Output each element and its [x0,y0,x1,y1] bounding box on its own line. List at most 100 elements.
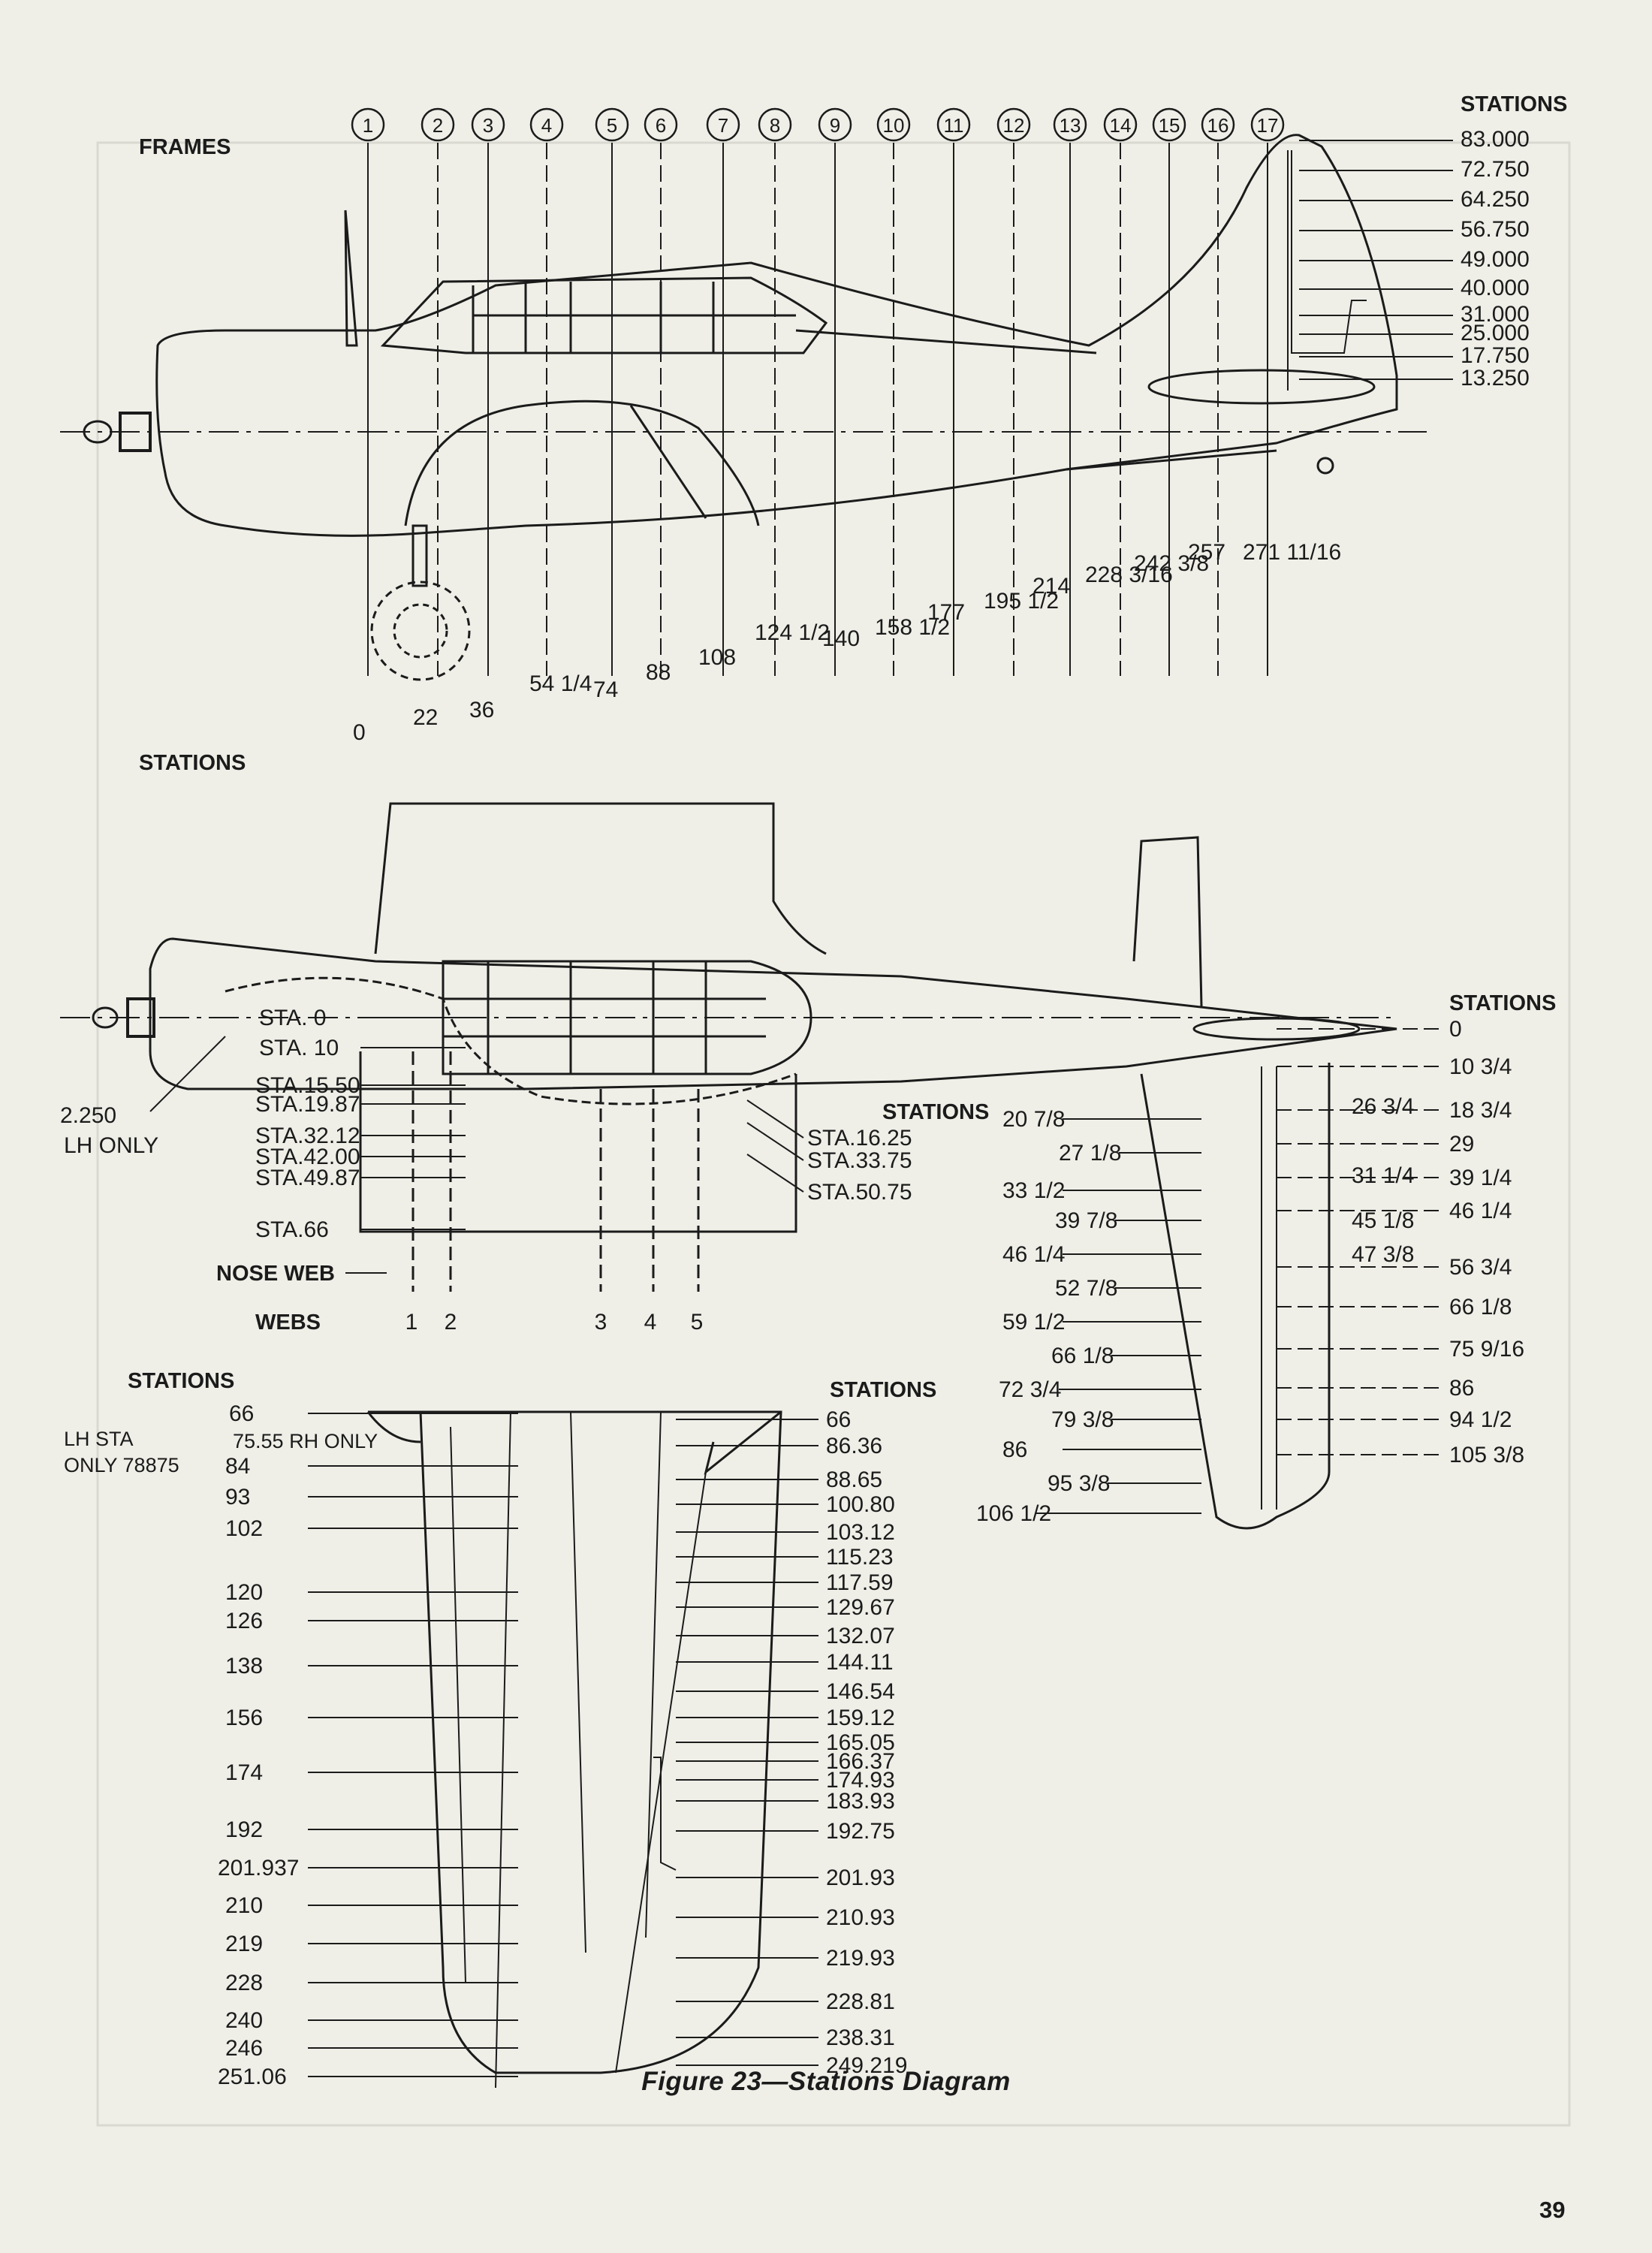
wing-left-station: 84 [225,1454,250,1479]
wing-right-station: 210.93 [826,1905,895,1930]
frame-number: 4 [541,114,552,137]
frame-number: 6 [656,114,666,137]
wing-right-station: 146.54 [826,1679,895,1704]
fuselage-station-label: 195 1/2 [984,589,1059,614]
fuselage-station-label: 257 [1188,540,1225,565]
wing-right-station: 159.12 [826,1706,895,1730]
wing-right-station: 165.05 [826,1730,895,1755]
frame-circle [471,107,505,142]
frame-circle [1250,107,1285,142]
frame-circle [706,107,740,142]
page-number: 39 [1539,2197,1566,2223]
fuselage-station-label: 54 1/4 [529,671,592,696]
frame-circle [876,107,911,142]
stab-mid-label: 86 [1002,1437,1027,1462]
wing-left-station: 102 [225,1516,263,1541]
frame-number: 17 [1257,114,1279,137]
wing-right-station-labels: 6686.3688.65100.80103.12115.23117.59129.… [676,1407,907,2078]
tail-station-label: 17.750 [1461,343,1530,368]
wing-right-station: 144.11 [826,1650,894,1675]
frame-number: 14 [1110,114,1132,137]
fuselage-station-label: 0 [353,720,366,745]
stab-mid-label: 20 7/8 [1002,1107,1065,1132]
stab-mid-label: 46 1/4 [1002,1242,1065,1267]
wing-right-title: STATIONS [830,1378,936,1402]
wing-right-station: 174.93 [826,1768,895,1793]
frames-title: FRAMES [139,135,231,159]
stab-station-label: 10 3/4 [1449,1054,1512,1079]
fuselage-station-label: 140 [822,626,860,651]
tail-station-label: 83.000 [1461,127,1530,152]
wing-left-station: 240 [225,2008,263,2033]
stab-inner-label: 26 3/4 [1352,1094,1414,1119]
wing-left-station: 228 [225,1971,263,1995]
frame-circle [351,107,385,142]
fuselage-station-label: 271 11/16 [1243,540,1341,565]
wing-left-station: 174 [225,1760,263,1785]
wing-left-station: 201.937 [218,1856,299,1881]
stab-station-label: 0 [1449,1017,1462,1042]
cockpit-station-label: STA.50.75 [807,1180,912,1205]
lh-only-label: ONLY 78875 [64,1454,179,1476]
frame-number: 7 [718,114,728,137]
frame-circle [936,107,971,142]
frame-circle [1053,107,1087,142]
webs-title: WEBS [255,1310,321,1335]
wing-left-station: 219 [225,1932,263,1956]
tail-station-label: 13.250 [1461,366,1530,391]
stab-mid-label: 66 1/8 [1051,1344,1114,1368]
stab-stations-title: STATIONS [1449,991,1556,1015]
fuselage-station-label: 22 [413,705,438,730]
frame-circle [595,107,629,142]
frame-number: 12 [1003,114,1025,137]
wing-left-station: 120 [225,1580,263,1605]
stabilizer-inner-labels: 26 3/431 1/445 1/847 3/8 [1352,1094,1414,1267]
top-view-airframe [60,802,1397,1292]
nose-station-label: STA.15.50 [255,1073,360,1098]
stab-station-label: 29 [1449,1132,1474,1157]
tail-station-label: 31.000 [1461,302,1530,327]
wing-right-station: 192.75 [826,1819,895,1844]
stabilizer-mid-labels: 20 7/827 1/833 1/239 7/846 1/452 7/859 1… [976,1107,1201,1526]
wing-left-station: 192 [225,1817,263,1842]
wing-left-station: 138 [225,1654,263,1678]
frame-station-lines [367,143,1268,676]
frame-circle [529,107,564,142]
web-number: 4 [644,1310,657,1335]
fuselage-station-label: 36 [469,698,494,722]
stab-mid-label: 52 7/8 [1055,1276,1117,1301]
web-number: 3 [595,1310,607,1335]
frame-number: 10 [883,114,905,137]
fuselage-station-label: 88 [646,660,671,685]
wing-right-station: 238.31 [826,2025,895,2050]
web-number: 5 [691,1310,704,1335]
nose-station-label: STA.49.87 [255,1166,360,1190]
wing-left-station: 210 [225,1893,263,1918]
rh-only-label: 75.55 RH ONLY [233,1430,378,1452]
wing-right-station: 201.93 [826,1865,895,1890]
wing-right-station: 117.59 [826,1570,894,1595]
fuselage-station-label: 242 3/8 [1134,551,1209,576]
cockpit-leader-line [746,1099,804,1139]
wing-right-station: 249.219 [826,2053,907,2078]
stab-station-label: 46 1/4 [1449,1199,1512,1223]
stab-inner-label: 47 3/8 [1352,1242,1414,1267]
wing-right-station: 88.65 [826,1467,882,1492]
frame-number: 2 [433,114,443,137]
stab-mid-label: 95 3/8 [1048,1471,1110,1496]
tail-station-labels: 83.00072.75064.25056.75049.00040.00031.0… [1299,127,1530,391]
frame-circle [1103,107,1138,142]
frame-number: 16 [1207,114,1229,137]
wing-left-station-labels: 668493102120126138156174192201.937210219… [218,1401,518,2089]
wing-left-station: 156 [225,1706,263,1730]
stab-mid-label: 72 3/4 [999,1377,1061,1402]
wing-left-station: 66 [229,1401,254,1426]
tail-station-label: 72.750 [1461,157,1530,182]
stab-station-label: 86 [1449,1376,1474,1401]
offset-leader-line [149,1036,226,1112]
wing-right-station: 219.93 [826,1946,895,1971]
